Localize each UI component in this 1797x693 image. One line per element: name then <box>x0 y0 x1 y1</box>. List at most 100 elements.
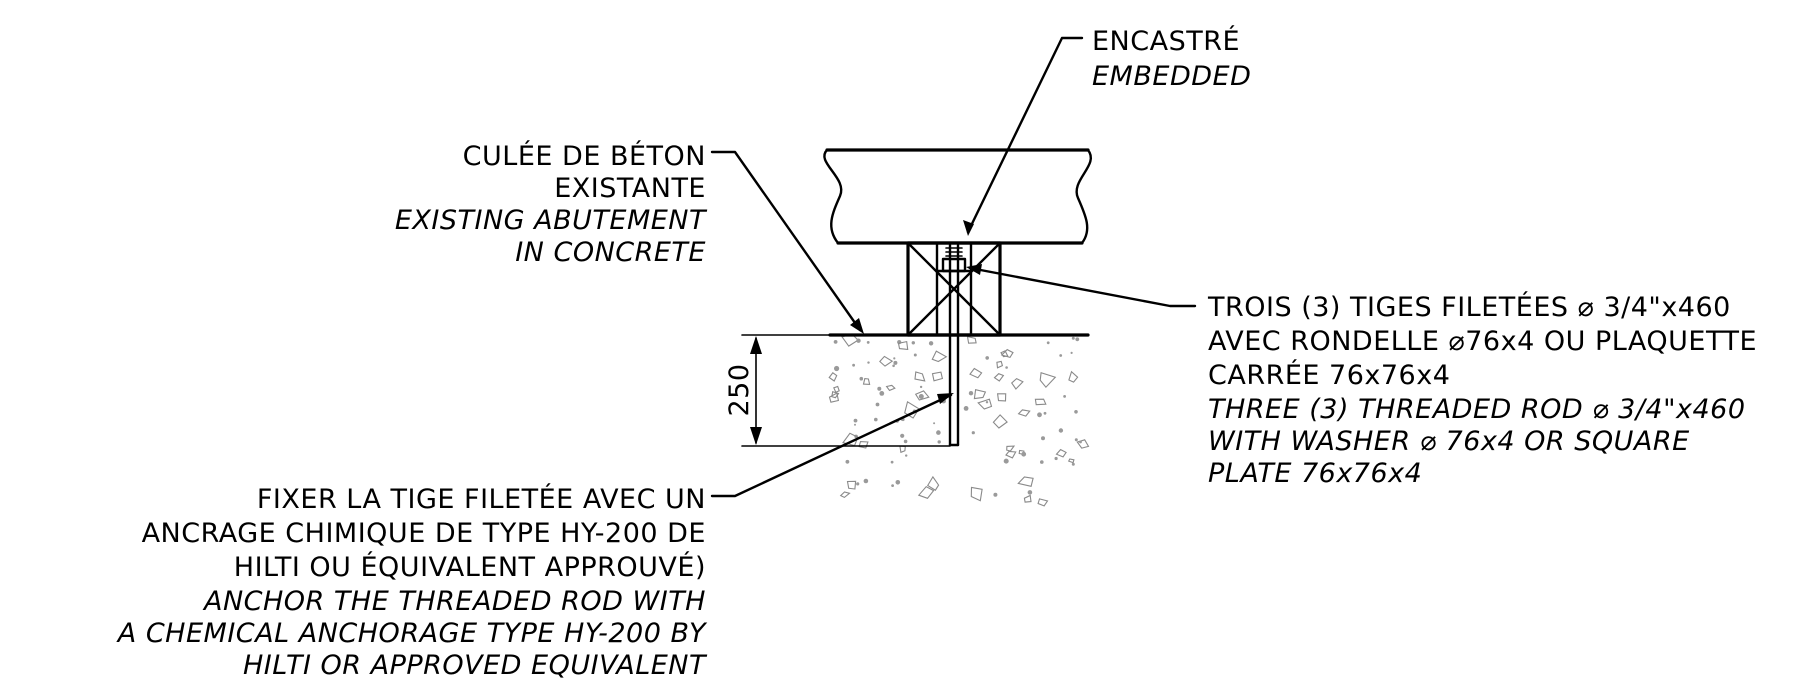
aggregate-dot <box>1040 460 1044 464</box>
aggregate-dot <box>1074 410 1078 414</box>
aggregate-dot <box>1043 411 1047 415</box>
embedded-fr-line-1: ENCASTRÉ <box>1092 25 1240 57</box>
aggregate-dot <box>833 340 838 344</box>
aggregate-dot <box>1003 458 1009 464</box>
aggregate-dot <box>1037 412 1042 418</box>
label-threaded-rods: TROIS (3) TIGES FILETÉES ⌀ 3/4"x460 AVEC… <box>1207 291 1757 489</box>
aggregate-dot <box>928 341 934 346</box>
aggregate-dot <box>854 423 856 426</box>
aggregate-stone <box>1010 377 1024 390</box>
aggregate-dot <box>892 364 895 368</box>
aggregate-stone <box>1068 370 1079 383</box>
rods-en-line-1: THREE (3) THREADED ROD ⌀ 3/4"x460 <box>1208 394 1746 425</box>
aggregate-stone <box>862 377 871 385</box>
aggregate-stone <box>966 335 977 344</box>
aggregate-dot <box>985 356 989 360</box>
rods-fr-line-2: AVEC RONDELLE ⌀76x4 OU PLAQUETTE <box>1208 326 1757 357</box>
aggregate-stone <box>969 367 983 379</box>
aggregate-dot <box>875 402 880 407</box>
aggregate-stone <box>996 393 1007 402</box>
aggregate-stone <box>973 389 987 400</box>
rods-fr-line-1: TROIS (3) TIGES FILETÉES ⌀ 3/4"x460 <box>1207 291 1731 323</box>
aggregate-stone <box>1005 450 1017 459</box>
aggregate-dot <box>1046 341 1050 345</box>
aggregate-dot <box>895 480 901 485</box>
abutment-fr-line-2: EXISTANTE <box>554 173 706 204</box>
aggregate-dot <box>963 406 969 411</box>
anchor-en-line-2: A CHEMICAL ANCHORAGE TYPE HY-200 BY <box>116 618 708 649</box>
threaded-rod <box>948 243 960 447</box>
abutment-fr-line-1: CULÉE DE BÉTON <box>463 140 706 172</box>
aggregate-dot <box>911 341 915 345</box>
aggregate-dot <box>874 417 878 422</box>
aggregate-stone <box>828 372 838 382</box>
aggregate-dot <box>905 454 908 457</box>
aggregate-dot <box>933 422 936 425</box>
aggregate-dot <box>1075 337 1080 342</box>
aggregate-stone <box>926 475 940 491</box>
aggregate-stone <box>833 385 840 393</box>
aggregate-dot <box>1005 366 1008 369</box>
aggregate-stone <box>897 340 909 351</box>
aggregate-dot <box>834 365 840 372</box>
aggregate-dot <box>1074 438 1078 442</box>
aggregate-stone <box>1006 445 1016 452</box>
aggregate-stone <box>846 480 857 490</box>
aggregate-dot <box>985 401 989 404</box>
aggregate-dot <box>856 338 861 343</box>
aggregate-stone <box>914 371 926 382</box>
aggregate-stone <box>858 441 869 449</box>
aggregate-dot <box>1041 436 1045 441</box>
aggregate-stone <box>1000 348 1014 359</box>
anchor-fr-line-1: FIXER LA TIGE FILETÉE AVEC UN <box>257 483 706 515</box>
nut-washer-assembly <box>936 247 972 273</box>
aggregate-dot <box>1059 354 1063 357</box>
aggregate-dot <box>937 440 941 444</box>
aggregate-dot <box>863 478 869 484</box>
aggregate-stone <box>1017 476 1034 487</box>
aggregate-dot <box>1021 451 1027 457</box>
aggregate-stone <box>996 360 1004 369</box>
aggregate-stone <box>970 486 983 502</box>
rods-fr-line-3: CARRÉE 76x76x4 <box>1208 359 1450 391</box>
aggregate-dot <box>900 433 905 438</box>
aggregate-dot <box>919 385 923 389</box>
bearing-block <box>906 241 1002 337</box>
anchor-en-line-1: ANCHOR THE THREADED ROD WITH <box>202 586 706 617</box>
aggregate-stone <box>1017 409 1031 417</box>
aggregate-dot <box>859 376 864 381</box>
leader-lines <box>710 36 1197 498</box>
aggregate-dot <box>891 484 894 487</box>
aggregate-stone <box>879 355 894 367</box>
aggregate-dot <box>903 439 908 444</box>
aggregate-stone <box>1067 458 1075 464</box>
label-anchor: FIXER LA TIGE FILETÉE AVEC UN ANCRAGE CH… <box>116 483 708 681</box>
aggregate-stone <box>839 491 851 499</box>
aggregate-dot <box>971 431 975 435</box>
aggregate-dot <box>853 418 858 423</box>
aggregate-stone <box>992 414 1008 429</box>
label-abutment: CULÉE DE BÉTON EXISTANTE EXISTING ABUTEM… <box>395 140 708 268</box>
embedded-en-line-1: EMBEDDED <box>1092 61 1251 92</box>
aggregate-dot <box>968 391 974 396</box>
aggregate-stone <box>885 384 896 392</box>
aggregate-dot <box>866 341 870 344</box>
aggregate-dot <box>852 363 855 367</box>
anchor-fr-line-2: ANCRAGE CHIMIQUE DE TYPE HY-200 DE <box>142 518 706 549</box>
anchor-fr-line-3: HILTI OU ÉQUIVALENT APPROUVÉ) <box>234 551 706 583</box>
aggregate-dot <box>918 394 924 399</box>
aggregate-stone <box>1023 494 1032 503</box>
aggregate-stone <box>1037 498 1049 507</box>
abutment-en-line-1: EXISTING ABUTEMENT <box>395 205 708 236</box>
dimension-250: 250 <box>724 334 951 447</box>
aggregate-dot <box>856 482 860 486</box>
aggregate-dot <box>1058 428 1064 433</box>
aggregate-stone <box>914 390 930 401</box>
aggregate-dot <box>1071 462 1075 466</box>
aggregate-dot <box>993 492 998 497</box>
aggregate-dot <box>877 386 882 391</box>
aggregate-stone <box>931 350 948 363</box>
beam-section <box>823 148 1092 245</box>
aggregate-dot <box>867 361 870 364</box>
